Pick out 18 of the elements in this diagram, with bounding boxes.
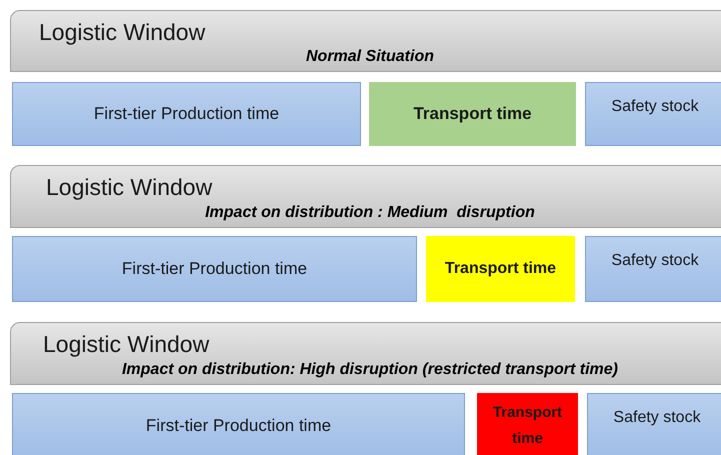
time-block: Transport time bbox=[369, 82, 576, 146]
banner-title: Logistic Window bbox=[43, 330, 210, 359]
banner-subtitle: Impact on distribution : Medium disruption bbox=[204, 203, 536, 223]
time-block: Transport time bbox=[426, 236, 575, 302]
window-banner bbox=[10, 10, 721, 72]
time-block: Safety stock bbox=[585, 82, 721, 146]
window-banner bbox=[10, 322, 721, 385]
time-block: Safety stock bbox=[585, 236, 721, 302]
window-banner bbox=[10, 165, 721, 228]
time-block: Safety stock bbox=[587, 393, 721, 455]
time-block: First-tier Production time bbox=[12, 236, 417, 302]
banner-title: Logistic Window bbox=[46, 173, 212, 202]
banner-subtitle: Normal Situation bbox=[304, 47, 435, 67]
banner-title: Logistic Window bbox=[39, 18, 206, 47]
time-block: First-tier Production time bbox=[12, 82, 361, 146]
time-block: First-tier Production time bbox=[12, 393, 465, 455]
time-block: Transport time bbox=[477, 393, 578, 455]
banner-subtitle: Impact on distribution: High disruption (restricted transport time) bbox=[120, 360, 619, 380]
